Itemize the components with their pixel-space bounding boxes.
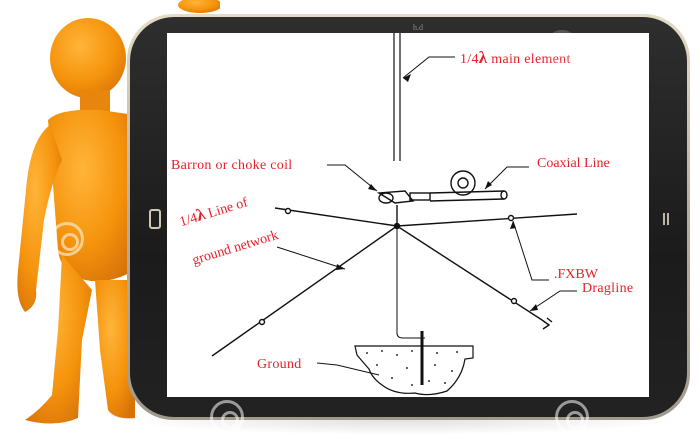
watermark-spiral-icon — [555, 400, 589, 434]
home-button[interactable] — [149, 209, 161, 229]
label-fxbw: .FXBW — [554, 267, 598, 282]
lambda-symbol: λ — [478, 48, 488, 67]
antenna-diagram — [211, 33, 578, 396]
camera-mark: h.d — [413, 23, 423, 32]
label-barron-coil: Barron or choke coil — [171, 158, 293, 173]
label-ground: Ground — [257, 357, 302, 372]
watermark-spiral-icon — [50, 222, 84, 256]
watermark-spiral-icon — [210, 400, 244, 434]
label-dragline: Dragline — [582, 281, 634, 296]
fraction-text: 1/4 — [460, 52, 479, 67]
watermark-spiral-icon — [545, 30, 579, 64]
tablet-screen: 1/4λ main element Barron or choke coil C… — [167, 33, 649, 397]
label-coaxial-line: Coaxial Line — [537, 156, 610, 171]
side-button[interactable] — [663, 213, 669, 225]
